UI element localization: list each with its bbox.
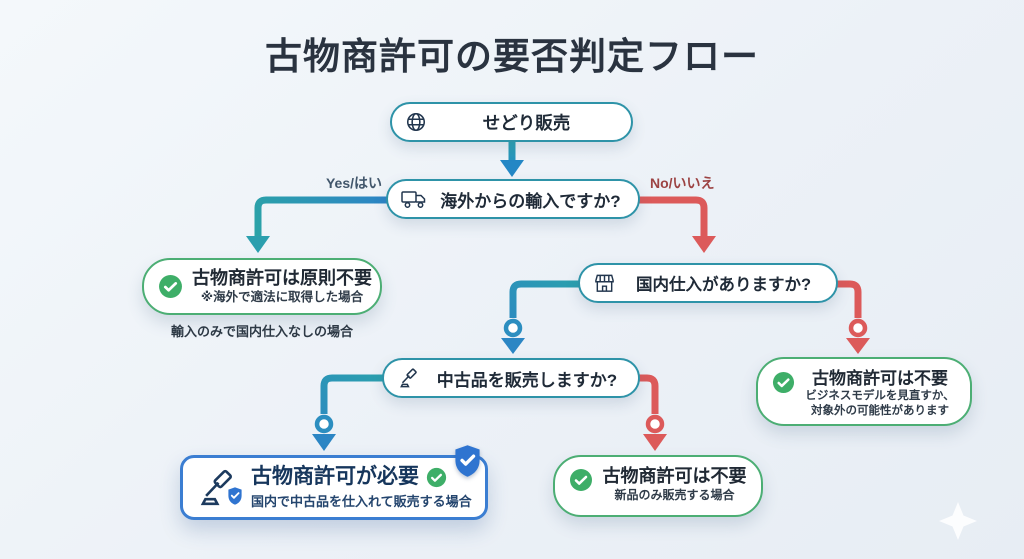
sparkle-watermark-icon xyxy=(939,502,977,540)
check-circle-icon xyxy=(772,371,795,394)
arrowhead-down-icon xyxy=(643,434,667,451)
globe-icon xyxy=(405,111,427,133)
result-title: 古物商許可は不要 xyxy=(812,369,948,388)
truck-icon xyxy=(401,189,428,210)
result-subtitle: ※海外で適法に取得した場合 xyxy=(200,290,364,305)
check-circle-icon xyxy=(158,274,183,299)
result-line2: 対象外の可能性があります xyxy=(811,405,949,418)
node-question-domestic-label: 国内仕入がありますか? xyxy=(635,276,812,294)
shield-check-icon xyxy=(226,485,244,511)
result-not-required-new-only: 古物商許可は不要 新品のみ販売する場合 xyxy=(553,455,763,517)
node-question-used-goods: 中古品を販売しますか? xyxy=(382,358,640,398)
connector-start-to-overseas xyxy=(500,140,524,177)
node-question-used-goods-label: 中古品を販売しますか? xyxy=(436,370,618,390)
page-title: 古物商許可の要否判定フロー xyxy=(265,36,759,77)
arrowhead-down-icon xyxy=(246,236,270,253)
shield-check-icon xyxy=(453,444,482,483)
gavel-icon xyxy=(397,367,421,390)
result-subtitle: 国内で中古品を仕入れて販売する場合 xyxy=(251,493,472,509)
result-title: 古物商許可は原則不要 xyxy=(192,267,372,288)
gavel-icon xyxy=(195,467,244,511)
result-subtitle: 新品のみ販売する場合 xyxy=(614,487,735,502)
result-caption: 輸入のみで国内仕入なしの場合 xyxy=(170,324,353,339)
arrowhead-down-icon xyxy=(312,434,336,451)
check-circle-icon xyxy=(426,467,447,488)
node-question-overseas-label: 海外からの輸入ですか? xyxy=(440,191,621,211)
node-start: せどり販売 xyxy=(390,102,633,142)
result-line1: ビジネスモデルを見直すか、 xyxy=(805,390,955,403)
result-principle-not-required: 古物商許可は原則不要 ※海外で適法に取得した場合 xyxy=(142,258,382,315)
node-start-label: せどり販売 xyxy=(482,112,571,133)
connector-domestic-yes xyxy=(501,280,580,354)
storefront-icon xyxy=(593,272,616,295)
arrowhead-down-icon xyxy=(846,338,870,354)
node-ring-icon xyxy=(645,414,665,434)
connector-used-no xyxy=(638,374,667,451)
connector-no-branch xyxy=(638,196,716,253)
connector-used-yes xyxy=(312,374,384,451)
node-question-overseas: 海外からの輸入ですか? xyxy=(386,179,640,219)
arrowhead-down-icon xyxy=(500,160,524,177)
connector-yes-branch xyxy=(246,196,388,253)
result-not-required-review: 古物商許可は不要 ビジネスモデルを見直すか、 対象外の可能性があります xyxy=(756,357,972,426)
node-ring-icon xyxy=(314,414,334,434)
result-title: 古物商許可は不要 xyxy=(602,466,747,486)
node-ring-icon xyxy=(503,318,523,338)
node-question-domestic: 国内仕入がありますか? xyxy=(578,263,838,303)
arrowhead-down-icon xyxy=(692,236,716,253)
result-title: 古物商許可が必要 xyxy=(251,465,419,489)
node-ring-icon xyxy=(848,318,868,338)
no-branch-label: No/いいえ xyxy=(650,175,715,191)
arrowhead-down-icon xyxy=(501,338,525,354)
result-license-required: 古物商許可が必要 国内で中古品を仕入れて販売する場合 xyxy=(180,445,488,520)
connector-domestic-no xyxy=(836,280,870,354)
check-circle-icon xyxy=(569,468,593,492)
yes-branch-label: Yes/はい xyxy=(325,175,382,191)
